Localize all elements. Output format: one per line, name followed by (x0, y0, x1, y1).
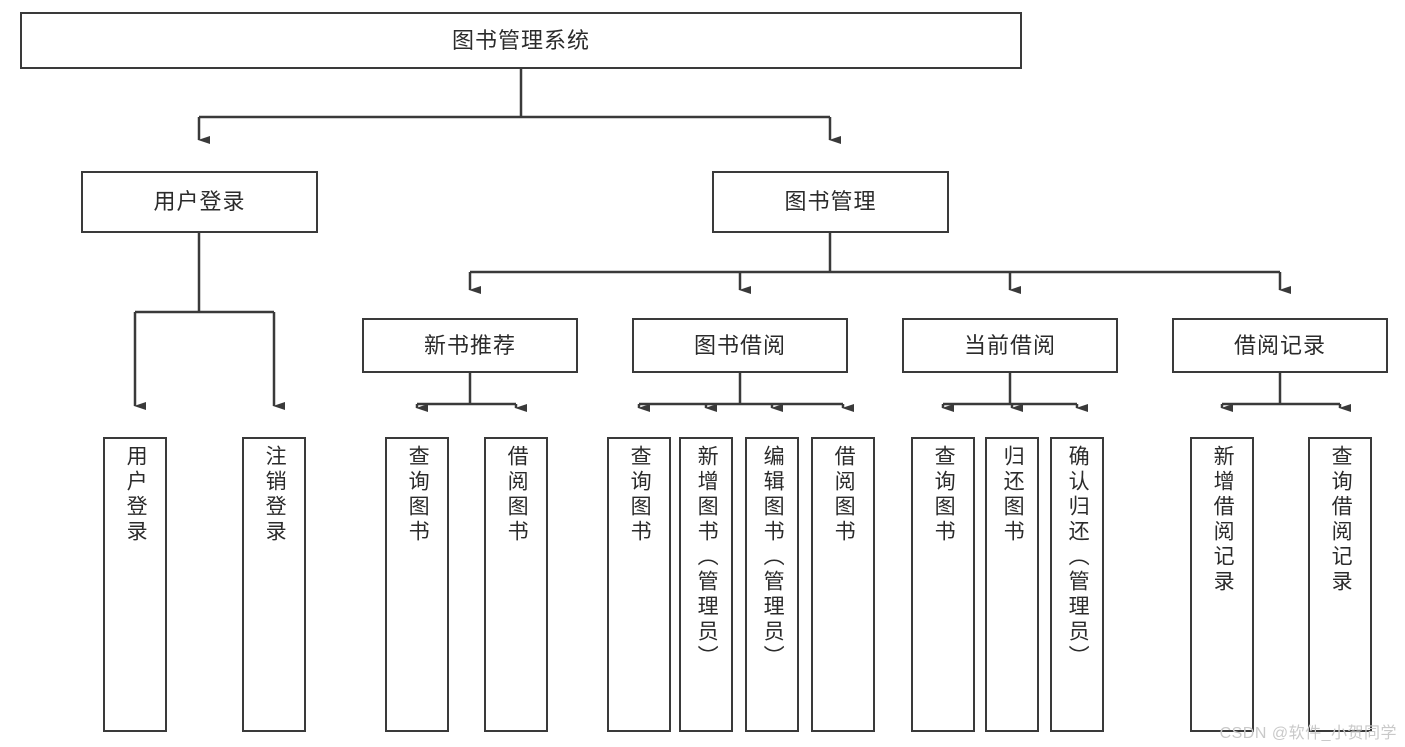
node-book-borrow[interactable]: 图书借阅 (632, 318, 848, 373)
node-label: 借阅图书 (832, 445, 856, 545)
node-label: 当前借阅 (963, 332, 1056, 358)
leaf-query-book-borrow[interactable]: 查询图书 (607, 437, 671, 732)
node-label: 查询借阅记录 (1329, 445, 1353, 595)
node-book-management[interactable]: 图书管理 (712, 171, 949, 233)
leaf-user-login[interactable]: 用户登录 (103, 437, 167, 732)
csdn-watermark: CSDN @软件_小贺同学 (1219, 725, 1397, 742)
node-label: 借阅记录 (1233, 332, 1326, 358)
node-label: 图书管理系统 (451, 27, 590, 53)
leaf-query-book-current[interactable]: 查询图书 (911, 437, 975, 732)
leaf-query-borrow-record[interactable]: 查询借阅记录 (1308, 437, 1372, 732)
node-label: 查询图书 (932, 445, 956, 545)
leaf-edit-book-admin[interactable]: 编辑图书（管理员） (745, 437, 799, 732)
node-label: 新书推荐 (423, 332, 516, 358)
node-current-borrow[interactable]: 当前借阅 (902, 318, 1118, 373)
leaf-add-book-admin[interactable]: 新增图书（管理员） (679, 437, 733, 732)
node-label: 查询图书 (406, 445, 430, 545)
leaf-borrow-book[interactable]: 借阅图书 (811, 437, 875, 732)
node-user-login[interactable]: 用户登录 (81, 171, 318, 233)
leaf-query-book-newbook[interactable]: 查询图书 (385, 437, 449, 732)
leaf-return-book[interactable]: 归还图书 (985, 437, 1039, 732)
leaf-confirm-return-admin[interactable]: 确认归还（管理员） (1050, 437, 1104, 732)
node-label: 用户登录 (153, 189, 246, 215)
node-new-book-recommend[interactable]: 新书推荐 (362, 318, 578, 373)
node-label: 新增借阅记录 (1211, 445, 1235, 595)
node-label: 图书管理 (784, 189, 877, 215)
node-label: 注销登录 (263, 445, 287, 545)
node-label: 图书借阅 (693, 332, 786, 358)
node-borrow-records[interactable]: 借阅记录 (1172, 318, 1388, 373)
node-label: 新增图书（管理员） (695, 445, 719, 670)
leaf-borrow-book-newbook[interactable]: 借阅图书 (484, 437, 548, 732)
leaf-logout[interactable]: 注销登录 (242, 437, 306, 732)
node-label: 归还图书 (1001, 445, 1025, 545)
node-label: 确认归还（管理员） (1066, 445, 1090, 670)
node-label: 用户登录 (124, 445, 148, 545)
node-label: 借阅图书 (505, 445, 529, 545)
node-root-system[interactable]: 图书管理系统 (20, 12, 1022, 69)
leaf-add-borrow-record[interactable]: 新增借阅记录 (1190, 437, 1254, 732)
node-label: 编辑图书（管理员） (761, 445, 785, 670)
node-label: 查询图书 (628, 445, 652, 545)
